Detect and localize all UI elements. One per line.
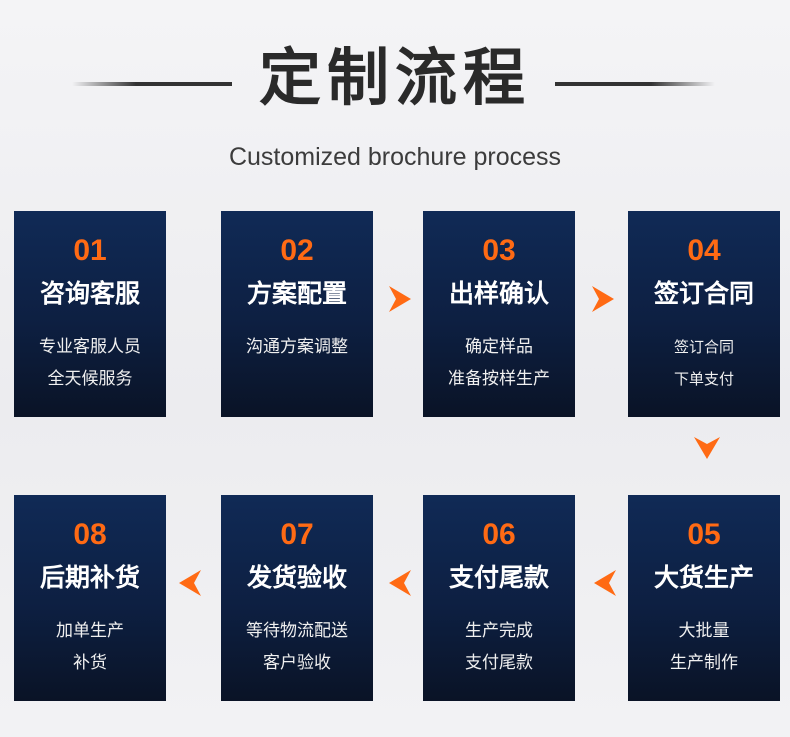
arrow-right-icon (592, 286, 614, 312)
step-description-line: 生产完成 (465, 621, 533, 641)
step-card-08: 08 后期补货 加单生产 补货 (14, 495, 166, 701)
step-description-line: 确定样品 (465, 337, 533, 357)
arrow-left-icon (594, 570, 616, 596)
title-divider-right (555, 82, 715, 86)
arrow-left-icon (389, 570, 411, 596)
step-card-05: 05 大货生产 大批量 生产制作 (628, 495, 780, 701)
step-description-line: 下单支付 (673, 370, 734, 388)
step-card-07: 07 发货验收 等待物流配送 客户验收 (221, 495, 373, 701)
step-number: 01 (73, 234, 107, 267)
step-card-02: 02 方案配置 沟通方案调整 (221, 211, 373, 417)
step-description-line: 等待物流配送 (246, 621, 348, 641)
step-description-line: 客户验收 (263, 653, 331, 673)
step-number: 02 (280, 234, 314, 267)
step-title: 出样确认 (448, 279, 549, 308)
step-description: 确定样品 准备按样生产 (423, 331, 575, 395)
step-description: 加单生产 补货 (14, 615, 166, 679)
step-number: 07 (280, 518, 314, 551)
step-card-04: 04 签订合同 签订合同 下单支付 (628, 211, 780, 417)
step-description-line: 专业客服人员 (39, 337, 141, 357)
page-subtitle: Customized brochure process (228, 143, 562, 171)
step-description: 大批量 生产制作 (628, 615, 780, 679)
step-description-line: 加单生产 (56, 621, 124, 641)
step-description-line: 签订合同 (673, 338, 734, 356)
step-title: 大货生产 (653, 563, 754, 592)
step-description: 专业客服人员 全天候服务 (14, 331, 166, 395)
step-number: 03 (482, 234, 516, 267)
step-description-line: 全天候服务 (47, 369, 133, 389)
step-title: 发货验收 (246, 563, 347, 592)
step-description-line: 支付尾款 (465, 653, 533, 673)
step-title: 支付尾款 (448, 563, 549, 592)
step-description-line: 大批量 (678, 621, 730, 641)
step-number: 05 (687, 518, 721, 551)
arrow-right-icon (389, 286, 411, 312)
step-description: 等待物流配送 客户验收 (221, 615, 373, 679)
step-description: 沟通方案调整 (221, 331, 373, 363)
step-number: 06 (482, 518, 516, 551)
arrow-left-icon (179, 570, 201, 596)
step-title: 后期补货 (39, 563, 140, 592)
step-card-03: 03 出样确认 确定样品 准备按样生产 (423, 211, 575, 417)
step-description-line: 沟通方案调整 (246, 337, 348, 357)
step-description-line: 准备按样生产 (448, 369, 550, 389)
step-description: 签订合同 下单支付 (628, 331, 780, 395)
page-title: 定制流程 (258, 41, 531, 114)
step-number: 04 (687, 234, 721, 267)
step-description: 生产完成 支付尾款 (423, 615, 575, 679)
step-card-06: 06 支付尾款 生产完成 支付尾款 (423, 495, 575, 701)
step-title: 咨询客服 (39, 279, 140, 308)
step-number: 08 (73, 518, 107, 551)
step-title: 签订合同 (653, 279, 754, 308)
step-description-line: 补货 (73, 653, 107, 673)
step-description-line: 生产制作 (670, 653, 738, 673)
arrow-down-icon (694, 437, 720, 459)
title-divider-left (72, 82, 232, 86)
step-title: 方案配置 (246, 279, 347, 308)
step-card-01: 01 咨询客服 专业客服人员 全天候服务 (14, 211, 166, 417)
